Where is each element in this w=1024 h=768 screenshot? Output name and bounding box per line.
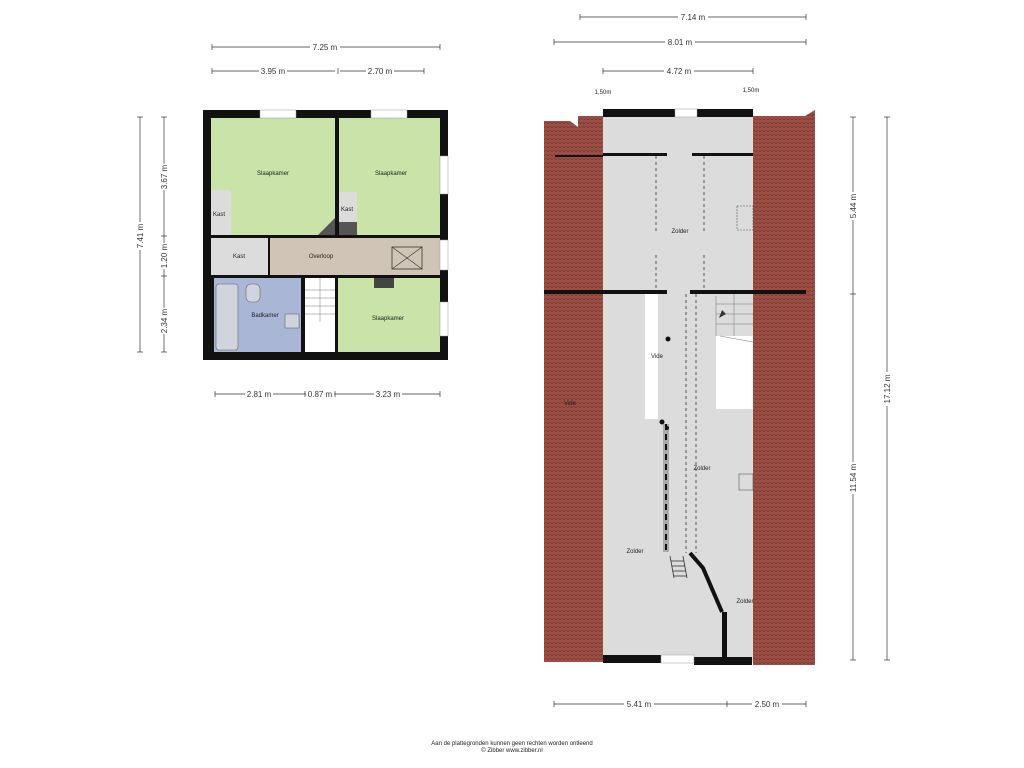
attic-dim-bottom: 5.41 m 2.50 m (553, 699, 807, 709)
ff-dim-left-top-label: 3.67 m (160, 164, 169, 189)
ff-room-slaapkamer-1 (211, 118, 335, 235)
attic-label-zolder-low-right: Zolder (736, 599, 753, 605)
ff-chimney (318, 218, 335, 235)
attic-dim-top-2-label: 8.01 m (668, 38, 693, 47)
attic-label-zolder-low-left: Zolder (626, 549, 643, 555)
ff-room-kast-1 (211, 190, 231, 235)
attic-window-bottom (660, 654, 695, 664)
attic-label-vide-left: Vide (564, 401, 577, 407)
attic-dim-top-1: 7.14 m (579, 12, 807, 22)
first-floor-plan: 7.25 m 3.95 m 2.70 m 7.41 m (134, 42, 449, 399)
attic-stair-arrow-icon (719, 310, 726, 318)
attic-label-vide-center: Vide (651, 354, 664, 360)
attic-dim-bottom-left-label: 5.41 m (627, 700, 652, 709)
ff-shaft-2 (374, 278, 394, 288)
ff-label-kast-2: Kast (341, 207, 353, 213)
attic-dim-top-3: 4.72 m (602, 66, 754, 76)
ff-stairs (305, 278, 335, 322)
attic-dim-right-split: 5.44 m 11.54 m (847, 116, 859, 661)
ff-dim-left-total-label: 7.41 m (136, 223, 145, 248)
ff-dim-top-left-label: 3.95 m (261, 67, 286, 76)
ff-roof-hatch (391, 246, 423, 270)
ff-label-overloop: Overloop (309, 254, 334, 260)
attic-label-zolder-mid: Zolder (693, 466, 710, 472)
ff-label-slaapkamer-2: Slaapkamer (375, 171, 407, 177)
attic-walls (544, 109, 806, 665)
attic-dim-right-top-label: 5.44 m (849, 193, 858, 218)
attic-dim-bottom-right-label: 2.50 m (755, 700, 780, 709)
ff-label-badkamer: Badkamer (251, 313, 278, 319)
attic-dim-right-bottom-label: 11.54 m (849, 464, 858, 493)
attic-roof-right (753, 110, 815, 665)
attic-post-1 (665, 336, 671, 342)
ff-shaft (339, 222, 357, 235)
ff-dim-left-bottom-label: 2.34 m (160, 308, 169, 333)
attic-window-top (674, 108, 698, 118)
ff-dim-top-total: 7.25 m (211, 42, 441, 52)
attic-vide-opening (645, 294, 658, 419)
attic-stairs (715, 294, 754, 343)
ff-room-kast-3 (211, 238, 268, 275)
ff-room-kast-2 (339, 192, 357, 222)
attic-label-zolder-top: Zolder (671, 229, 688, 235)
attic-hatch-top (736, 205, 754, 231)
attic-dim-top-2: 8.01 m (553, 37, 807, 47)
attic-post-2 (659, 419, 665, 425)
attic-dim-right-total-label: 17.12 m (883, 374, 892, 403)
attic-dim-side-left-label: 1,50m (595, 90, 612, 96)
ff-label-slaapkamer-3: Slaapkamer (372, 316, 404, 322)
ff-bathtub (215, 283, 239, 351)
attic-stair-void (716, 336, 753, 409)
ff-dim-bottom-right-label: 3.23 m (376, 390, 401, 399)
ff-dim-bottom-mid-label: 0.87 m (308, 390, 333, 399)
ff-dim-left-split: 3.67 m 1.20 m 2.34 m (158, 116, 170, 353)
ff-dim-top-right-label: 2.70 m (368, 67, 393, 76)
ff-label-kast-3: Kast (233, 254, 245, 260)
ff-toilet (245, 283, 261, 303)
ff-dim-top-total-label: 7.25 m (313, 43, 338, 52)
footer-copyright: © Zibber www.zibber.nl (481, 748, 543, 754)
ff-dim-bottom-left-label: 2.81 m (247, 390, 272, 399)
attic-plan: 7.14 m 8.01 m 4.72 m 1,50m 1,50m 5.44 m (544, 12, 893, 709)
ff-dim-left-total: 7.41 m (134, 116, 146, 353)
ff-windows (259, 109, 449, 337)
ff-washbasin (284, 313, 300, 329)
attic-hatch-mid (738, 473, 754, 491)
ff-label-slaapkamer-1: Slaapkamer (257, 171, 289, 177)
ff-dim-top-split: 3.95 m 2.70 m (211, 66, 425, 76)
ff-room-slaapkamer-3 (338, 278, 440, 352)
attic-beam-lines (655, 156, 705, 553)
footer-disclaimer: Aan de plattegronden kunnen geen rechten… (431, 741, 593, 747)
attic-dim-top-3-label: 4.72 m (667, 67, 692, 76)
attic-roof-left (544, 116, 603, 662)
ff-dim-bottom: 2.81 m 0.87 m 3.23 m (214, 389, 441, 399)
ff-room-overloop (270, 238, 440, 275)
attic-dim-top-1-label: 7.14 m (681, 13, 706, 22)
attic-diagonal-wall (688, 551, 724, 613)
ff-label-kast-1: Kast (213, 212, 225, 218)
attic-dim-right-total: 17.12 m (881, 116, 893, 661)
attic-dim-side-right-label: 1,50m (743, 88, 760, 94)
attic-post-3 (665, 426, 669, 430)
ff-dim-left-mid-label: 1.20 m (160, 243, 169, 268)
attic-ladder (669, 555, 688, 579)
